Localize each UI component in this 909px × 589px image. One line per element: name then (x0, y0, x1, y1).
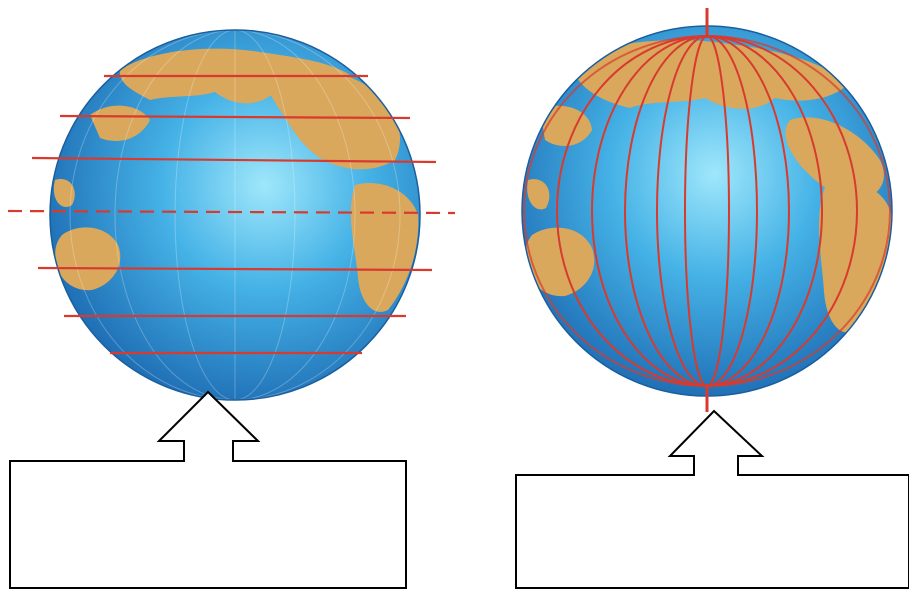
longitude-globe (515, 8, 909, 589)
land-south-america (350, 183, 419, 312)
land-island (527, 179, 550, 210)
land-asia (90, 105, 150, 141)
latitude-line (31, 156, 437, 164)
globe-outline (49, 29, 421, 401)
land-australia (525, 227, 595, 297)
latitude-lines (7, 74, 456, 355)
latitude-line (59, 114, 411, 120)
land-north-america (785, 117, 884, 200)
land-island (53, 179, 75, 208)
latitude-line (37, 266, 433, 272)
latitude-globe (7, 29, 456, 589)
arrow-box-outline (9, 390, 407, 589)
land-australia (55, 227, 121, 291)
arrow-box-outline (515, 409, 909, 589)
equator-line (7, 209, 456, 215)
